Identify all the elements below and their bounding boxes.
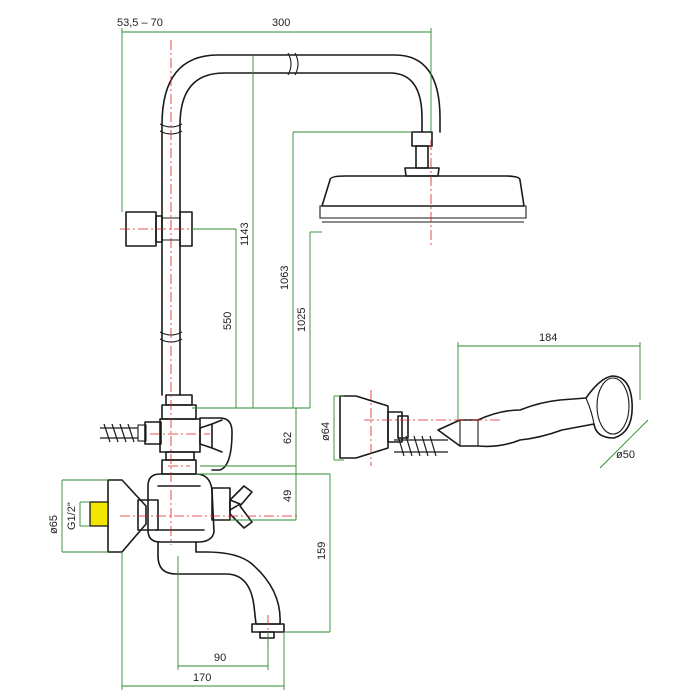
riser-pipe <box>159 52 441 396</box>
hand-shower <box>339 375 633 459</box>
dim-inlet-thread: G1/2" <box>66 502 78 530</box>
dim-holder-diameter: ø64 <box>320 422 332 441</box>
dim-total-height: 1143 <box>239 222 251 246</box>
diverter-assembly <box>100 394 233 475</box>
dim-total-width: 170 <box>193 672 211 684</box>
dimension-lines <box>61 28 649 690</box>
dim-spindle-offset: 49 <box>282 490 294 502</box>
dim-spout-reach: 90 <box>214 652 226 664</box>
dimension-labels: 53,5 – 70 300 1143 1063 1025 550 62 49 1… <box>48 17 635 684</box>
centre-lines <box>120 40 500 650</box>
mixer-body <box>89 473 285 639</box>
dim-top-offset: 53,5 – 70 <box>117 17 163 29</box>
dim-hand-shower-length: 184 <box>539 332 557 344</box>
dim-body-diameter: ø65 <box>48 515 60 534</box>
overhead-shower-head <box>319 131 527 223</box>
dim-head-bottom-height: 1025 <box>296 308 308 332</box>
dim-head-height: 1063 <box>279 266 291 290</box>
dim-spout-drop: 159 <box>316 542 328 560</box>
dim-arm-length: 300 <box>272 17 290 29</box>
dim-slider-height: 550 <box>222 312 234 330</box>
dim-hand-shower-diameter: ø50 <box>616 449 635 461</box>
dim-outlet-offset: 62 <box>282 432 294 444</box>
